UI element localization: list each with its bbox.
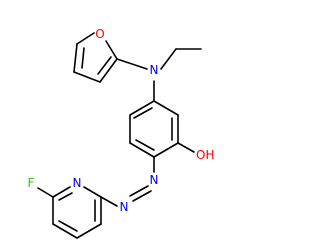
- bond-furan-c2-c3-double: [81, 47, 85, 69]
- bond-furan-c5-o: [105, 40, 118, 60]
- bond-furan-c2-c3: [73, 43, 78, 73]
- bond-pyridine-f: [37, 187, 54, 198]
- bond-furan-amine: [116, 58, 148, 70]
- atom-labels: O N OH N N N F: [28, 27, 215, 214]
- bond-azo-n1-n2-double: [132, 190, 152, 202]
- atom-azo-n1: N: [150, 173, 159, 187]
- atom-furan-o: O: [95, 27, 104, 41]
- bond-benzene-3: [129, 142, 155, 158]
- bond-furan-o-c2: [76, 32, 95, 45]
- atom-amine-n: N: [150, 63, 159, 77]
- bond-pyridine-3: [52, 223, 78, 239]
- bond-benzene-6: [153, 100, 179, 116]
- bond-azo-n1-n2: [129, 185, 149, 197]
- bond-pyridine-2: [76, 223, 102, 239]
- bond-amine-ethyl: [160, 48, 177, 70]
- bond-furan-c4-c5: [99, 58, 118, 83]
- bond-furan-c3-c4: [73, 71, 101, 83]
- bond-benzene-4: [153, 142, 179, 158]
- bond-benzene-1-double: [133, 107, 153, 119]
- bond-pyridine-5-double: [58, 192, 73, 201]
- bonds: [37, 32, 202, 239]
- bond-benzene-3-double: [135, 139, 155, 151]
- bond-pyridine-3-double: [58, 220, 78, 232]
- bond-pyridine-6: [83, 186, 102, 198]
- bond-azo-pyridine: [100, 196, 118, 207]
- atom-hydroxyl: OH: [196, 148, 214, 162]
- atom-pyridine-n: N: [73, 176, 82, 190]
- bond-pyridine-5: [52, 186, 71, 198]
- atom-azo-n2: N: [120, 200, 129, 214]
- molecule-structure: O N OH N N N F: [28, 27, 215, 239]
- bond-benzene-oh: [177, 142, 195, 153]
- atom-fluorine: F: [28, 176, 35, 190]
- bond-benzene-1: [129, 100, 155, 116]
- bond-furan-c4-c5-double: [97, 56, 112, 75]
